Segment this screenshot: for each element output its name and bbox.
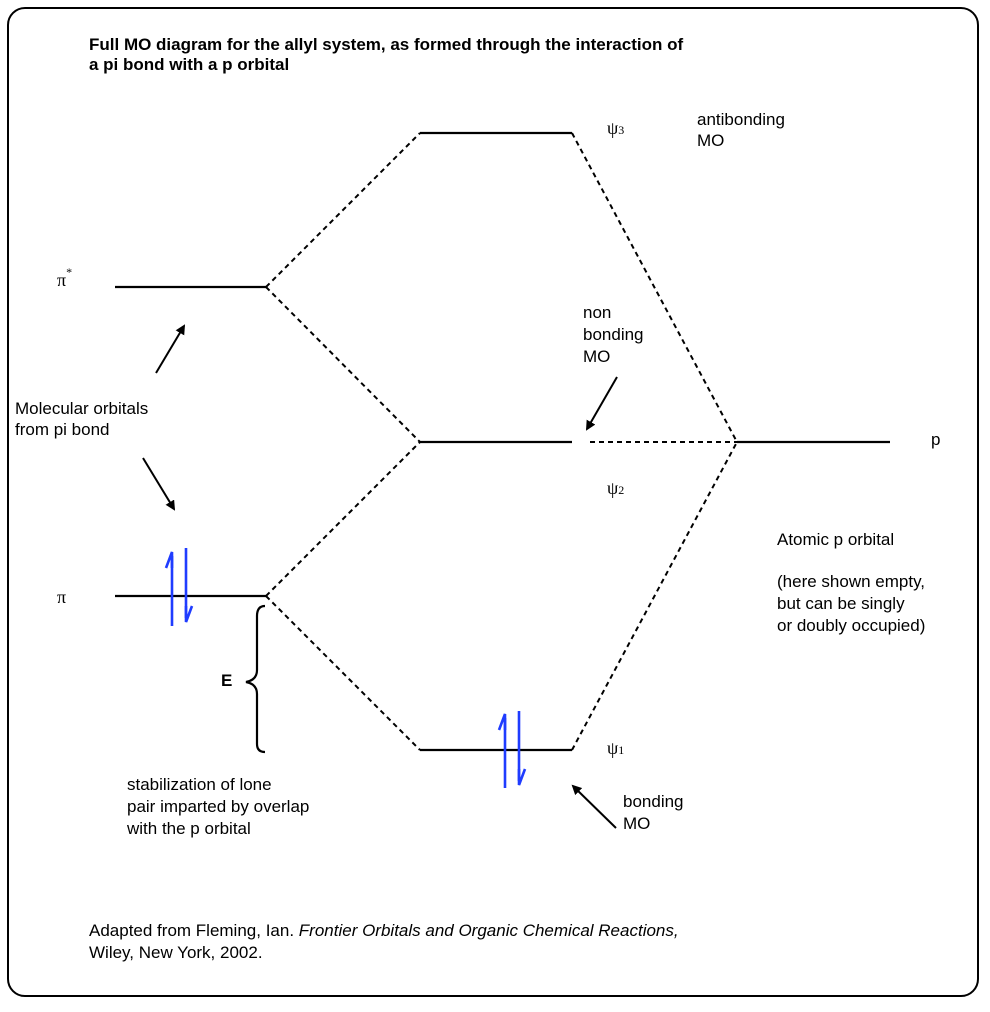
psi2-label: ψ2 [607,478,625,498]
arrow-to-pi-star [155,324,186,374]
bonding-label-1: bonding [623,792,684,811]
antibonding-label-2: MO [697,131,725,150]
psi1-electron-pair [497,711,527,788]
pi-bond-mos-label-1: Molecular orbitals [15,399,149,418]
citation-book-title: Frontier Orbitals and Organic Chemical R… [298,921,679,940]
atomic-p-note-1: (here shown empty, [777,572,926,591]
atomic-p-label: Atomic p orbital [777,530,895,549]
psi3-label: ψ3 [607,118,625,138]
energy-label: E [221,671,233,690]
correlation-lines [265,132,738,751]
arrow-to-psi1 [571,784,617,829]
psi1-label: ψ1 [607,738,625,758]
bonding-label-2: MO [623,814,651,833]
nonbonding-label-3: MO [583,347,611,366]
nonbonding-label-2: bonding [583,325,644,344]
arrow-to-pi [142,457,176,511]
pi-bond-mos-label-2: from pi bond [15,420,110,439]
atomic-p-note-3: or doubly occupied) [777,616,926,635]
stabilization-label-3: with the p orbital [127,819,251,838]
citation-line2: Wiley, New York, 2002. [89,943,263,962]
diagram-frame [7,7,979,997]
diagram-title-line2: a pi bond with a p orbital [89,55,290,74]
pi-star-label: π* [57,265,73,290]
atomic-p-note-2: but can be singly [777,594,905,613]
antibonding-label-1: antibonding [697,110,785,129]
citation-line1: Adapted from Fleming, Ian. Frontier Orbi… [89,921,679,940]
stabilization-label-2: pair imparted by overlap [127,797,310,816]
pi-electron-pair [164,548,194,626]
p-level-label: p [931,430,941,449]
diagram-title-line1: Full MO diagram for the allyl system, as… [89,35,684,54]
nonbonding-label-1: non [583,303,612,322]
pi-label: π [57,587,67,607]
arrow-to-psi2 [586,376,618,431]
energy-brace [245,604,266,754]
stabilization-label-1: stabilization of lone [127,775,272,794]
